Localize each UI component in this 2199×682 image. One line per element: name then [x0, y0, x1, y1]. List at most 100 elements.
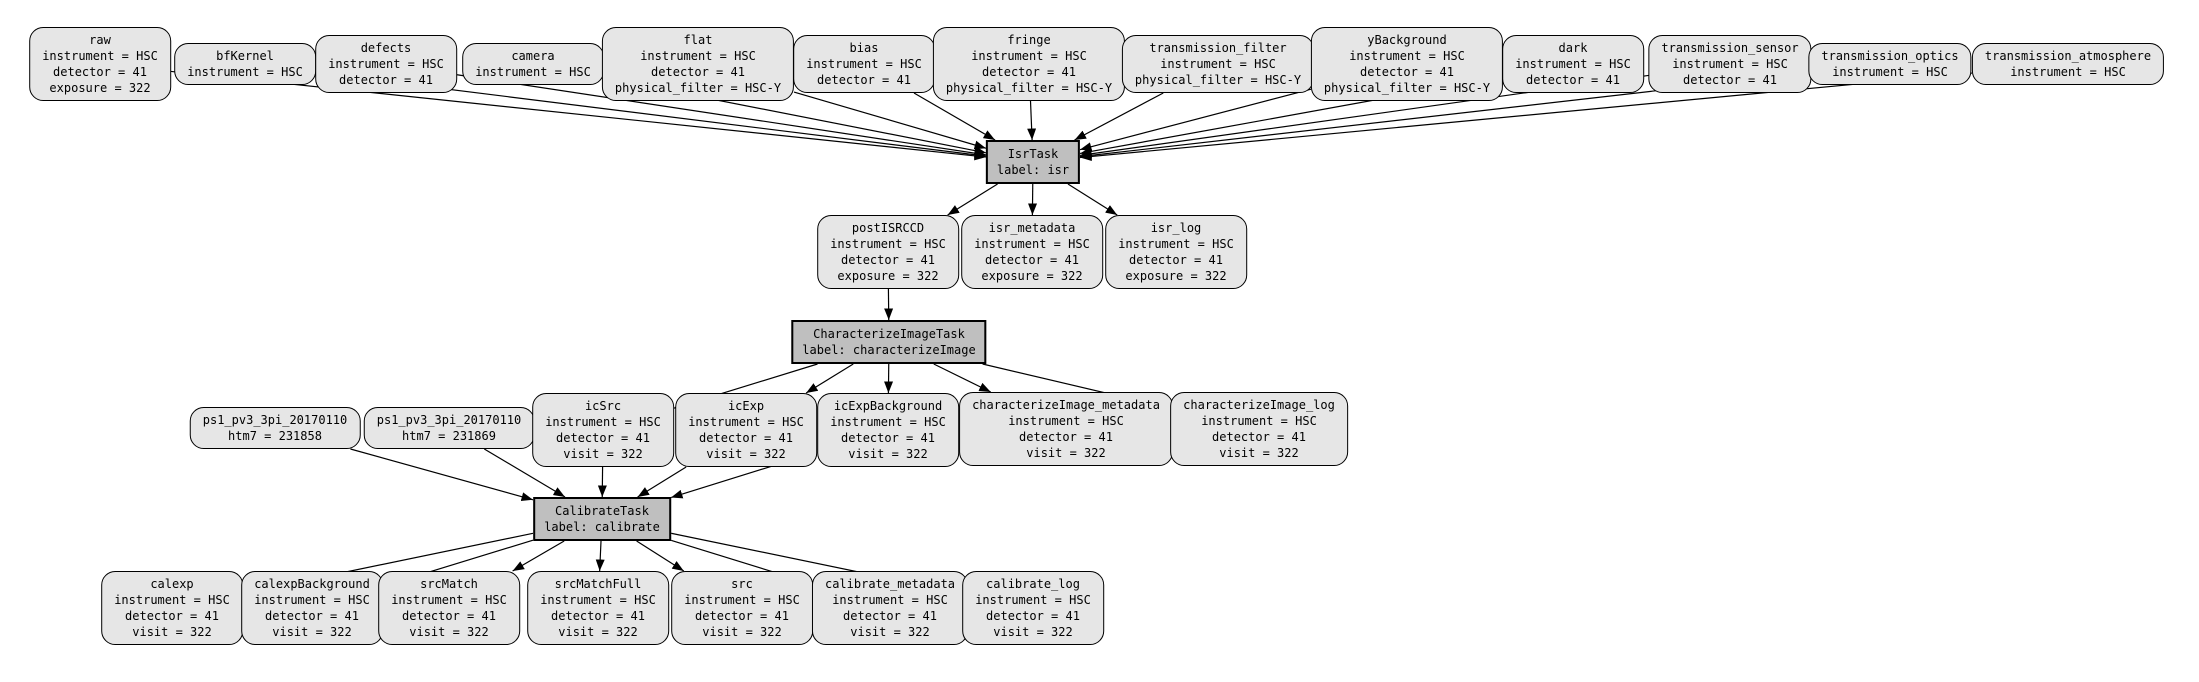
node-attribute: exposure = 322 [981, 269, 1083, 283]
edge-transmission_atmosphere-to-isr [1079, 72, 1973, 161]
node-attribute: htm7 = 231858 [228, 429, 322, 443]
edge-calibrate-to-srcMatchFull [595, 540, 605, 572]
node-attribute: instrument = HSC [1672, 57, 1788, 71]
node-attribute: instrument = HSC [832, 593, 948, 607]
node-attribute: detector = 41 [1212, 430, 1306, 444]
node-title: characterizeImage_metadata [972, 398, 1160, 412]
node-title: isr_metadata [988, 221, 1076, 235]
node-title: bfKernel [216, 49, 274, 63]
node-attribute: visit = 322 [706, 447, 786, 461]
node-attribute: detector = 41 [982, 65, 1076, 79]
node-attribute: visit = 322 [272, 625, 352, 639]
edge-fringe-to-isr [1027, 100, 1037, 141]
node-attribute: detector = 41 [841, 253, 935, 267]
node-attribute: physical_filter = HSC-Y [1323, 81, 1491, 95]
task-node-isr: IsrTask label: isr [985, 140, 1081, 184]
node-title: dark [1558, 41, 1588, 55]
node-attribute: label: isr [996, 163, 1070, 177]
node-title: transmission_filter [1149, 41, 1287, 55]
node-title: icSrc [584, 399, 622, 413]
node-attribute: visit = 322 [558, 625, 638, 639]
node-attribute: detector = 41 [1526, 73, 1620, 87]
node-attribute: instrument = HSC [974, 237, 1090, 251]
node-attribute: detector = 41 [699, 431, 793, 445]
node-attribute: label: characterizeImage [802, 343, 976, 357]
node-title: IsrTask [1007, 147, 1059, 161]
node-attribute: detector = 41 [1129, 253, 1223, 267]
node-attribute: detector = 41 [651, 65, 745, 79]
node-attribute: instrument = HSC [475, 65, 591, 79]
node-attribute: detector = 41 [551, 609, 645, 623]
node-title: characterizeImage_log [1183, 398, 1335, 412]
node-attribute: exposure = 322 [49, 81, 151, 95]
node-title: icExp [727, 399, 765, 413]
dataset-node-yBackground: yBackground instrument = HSC detector = 41… [1310, 27, 1504, 101]
edge-ps1_231869-to-calibrate [484, 448, 566, 498]
node-title: postISRCCD [851, 221, 925, 235]
node-attribute: instrument = HSC [1832, 65, 1948, 79]
node-attribute: visit = 322 [993, 625, 1073, 639]
node-attribute: detector = 41 [843, 609, 937, 623]
node-attribute: instrument = HSC [1160, 57, 1276, 71]
node-title: yBackground [1367, 33, 1447, 47]
node-title: transmission_atmosphere [1984, 49, 2152, 63]
node-attribute: instrument = HSC [328, 57, 444, 71]
node-attribute: exposure = 322 [1125, 269, 1227, 283]
node-title: raw [89, 33, 111, 47]
edge-isr-to-postISRCCD [947, 183, 998, 216]
node-title: bias [849, 41, 879, 55]
dataset-node-isr_metadata: isr_metadata instrument = HSC detector = 4… [961, 215, 1103, 289]
node-attribute: instrument = HSC [1349, 49, 1465, 63]
node-title: src [731, 577, 753, 591]
node-attribute: physical_filter = HSC-Y [945, 81, 1113, 95]
node-attribute: detector = 41 [986, 609, 1080, 623]
node-title: isr_log [1150, 221, 1202, 235]
node-attribute: detector = 41 [265, 609, 359, 623]
node-attribute: instrument = HSC [684, 593, 800, 607]
node-attribute: instrument = HSC [1118, 237, 1234, 251]
edge-bias-to-isr [913, 92, 996, 141]
node-attribute: instrument = HSC [254, 593, 370, 607]
node-attribute: detector = 41 [985, 253, 1079, 267]
node-attribute: detector = 41 [1360, 65, 1454, 79]
edge-ps1_231858-to-calibrate [350, 448, 534, 502]
node-attribute: visit = 322 [563, 447, 643, 461]
node-title: transmission_optics [1821, 49, 1959, 63]
node-title: CalibrateTask [555, 504, 649, 518]
node-attribute: physical_filter = HSC-Y [614, 81, 782, 95]
node-attribute: instrument = HSC [806, 57, 922, 71]
node-attribute: htm7 = 231869 [402, 429, 496, 443]
node-attribute: visit = 322 [1026, 446, 1106, 460]
node-attribute: detector = 41 [556, 431, 650, 445]
node-title: fringe [1007, 33, 1051, 47]
node-attribute: detector = 41 [125, 609, 219, 623]
node-title: flat [683, 33, 713, 47]
node-title: srcMatch [420, 577, 478, 591]
node-attribute: physical_filter = HSC-Y [1134, 73, 1302, 87]
edge-transmission_filter-to-isr [1074, 92, 1164, 141]
node-title: ps1_pv3_3pi_20170110 [376, 413, 522, 427]
dataset-node-transmission_optics: transmission_optics instrument = HSC [1808, 43, 1972, 85]
node-title: srcMatchFull [554, 577, 642, 591]
node-attribute: detector = 41 [402, 609, 496, 623]
node-attribute: detector = 41 [53, 65, 147, 79]
node-title: calibrate_metadata [824, 577, 956, 591]
node-attribute: instrument = HSC [830, 237, 946, 251]
